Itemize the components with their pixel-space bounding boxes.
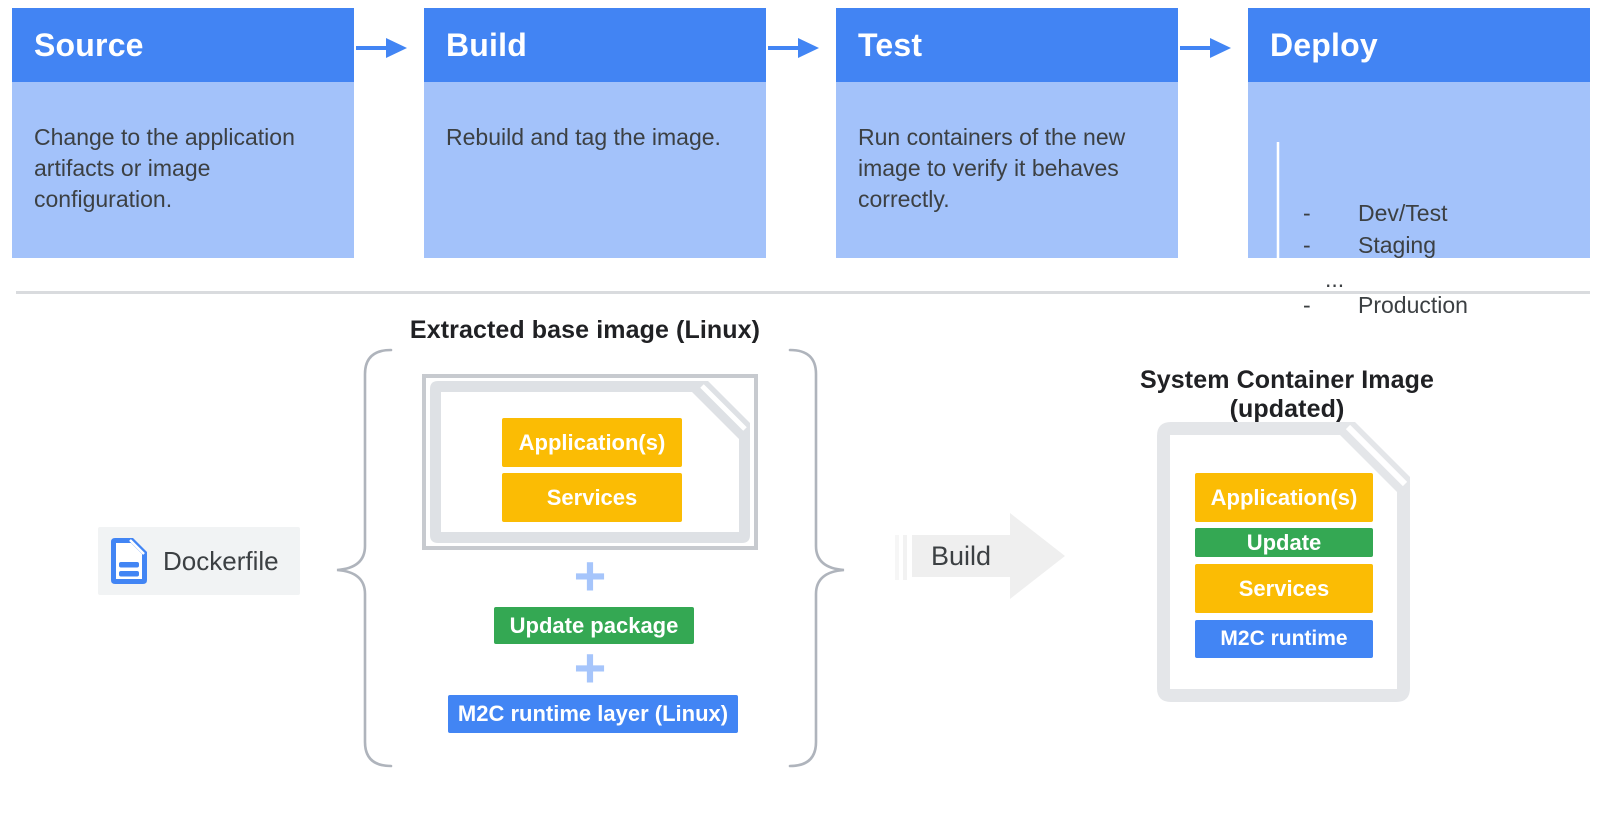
result-layer-applications: Application(s) bbox=[1195, 473, 1373, 522]
plus-sign: + bbox=[573, 635, 607, 699]
list-dash: - bbox=[1303, 200, 1311, 226]
system-container-image-title: System Container Image (updated) bbox=[1140, 366, 1434, 423]
deploy-env-item: - Staging bbox=[1303, 230, 1436, 260]
step-title: Deploy bbox=[1248, 8, 1590, 82]
layer-services: Services bbox=[502, 473, 682, 522]
step-title: Build bbox=[424, 8, 766, 82]
extracted-base-image-title: Extracted base image (Linux) bbox=[409, 316, 761, 344]
flow-arrow-icon bbox=[1180, 38, 1231, 58]
result-layer-services: Services bbox=[1195, 564, 1373, 613]
pipeline-step-test: Test Run containers of the new image to … bbox=[836, 8, 1178, 258]
down-arrow-icon bbox=[1271, 142, 1285, 311]
pipeline-step-source: Source Change to the application artifac… bbox=[12, 8, 354, 258]
env-label: Staging bbox=[1358, 232, 1437, 258]
system-container-document-icon bbox=[1157, 422, 1410, 702]
list-dash: - bbox=[1303, 232, 1311, 258]
result-layer-m2c-runtime: M2C runtime bbox=[1195, 620, 1373, 658]
step-description: Change to the application artifacts or i… bbox=[12, 82, 354, 258]
step-description: Rebuild and tag the image. bbox=[424, 82, 766, 258]
step-title: Test bbox=[836, 8, 1178, 82]
m2c-runtime-layer-box: M2C runtime layer (Linux) bbox=[448, 695, 738, 733]
step-description: Run containers of the new image to verif… bbox=[836, 82, 1178, 258]
layer-applications: Application(s) bbox=[502, 418, 682, 467]
flow-arrow-icon bbox=[768, 38, 819, 58]
list-dash: - bbox=[1303, 292, 1311, 318]
left-brace bbox=[336, 348, 393, 768]
deploy-environments: - Dev/Test - Staging ... - Production bbox=[1248, 82, 1590, 318]
build-arrow-label: Build bbox=[931, 541, 991, 571]
pipeline-step-deploy: Deploy - Dev/Test - Staging ... - Productio… bbox=[1248, 8, 1590, 318]
step-title: Source bbox=[12, 8, 354, 82]
result-layer-update: Update bbox=[1195, 528, 1373, 557]
build-arrow: Build bbox=[895, 513, 1065, 599]
update-package-box: Update package bbox=[494, 607, 694, 644]
env-label: Dev/Test bbox=[1358, 200, 1448, 226]
flow-arrow-icon bbox=[356, 38, 407, 58]
right-brace bbox=[788, 348, 845, 768]
deploy-env-item: - Dev/Test bbox=[1303, 198, 1447, 228]
dockerfile-chip: Dockerfile bbox=[98, 527, 300, 595]
document-icon bbox=[111, 538, 147, 584]
dockerfile-label: Dockerfile bbox=[163, 545, 279, 576]
deploy-env-ellipsis: ... bbox=[1325, 264, 1344, 294]
plus-sign: + bbox=[573, 543, 607, 607]
pipeline-step-build: Build Rebuild and tag the image. bbox=[424, 8, 766, 258]
section-divider bbox=[16, 291, 1590, 294]
env-label: Production bbox=[1358, 292, 1468, 318]
env-label: ... bbox=[1325, 266, 1345, 292]
deploy-env-item: - Production bbox=[1303, 290, 1468, 320]
